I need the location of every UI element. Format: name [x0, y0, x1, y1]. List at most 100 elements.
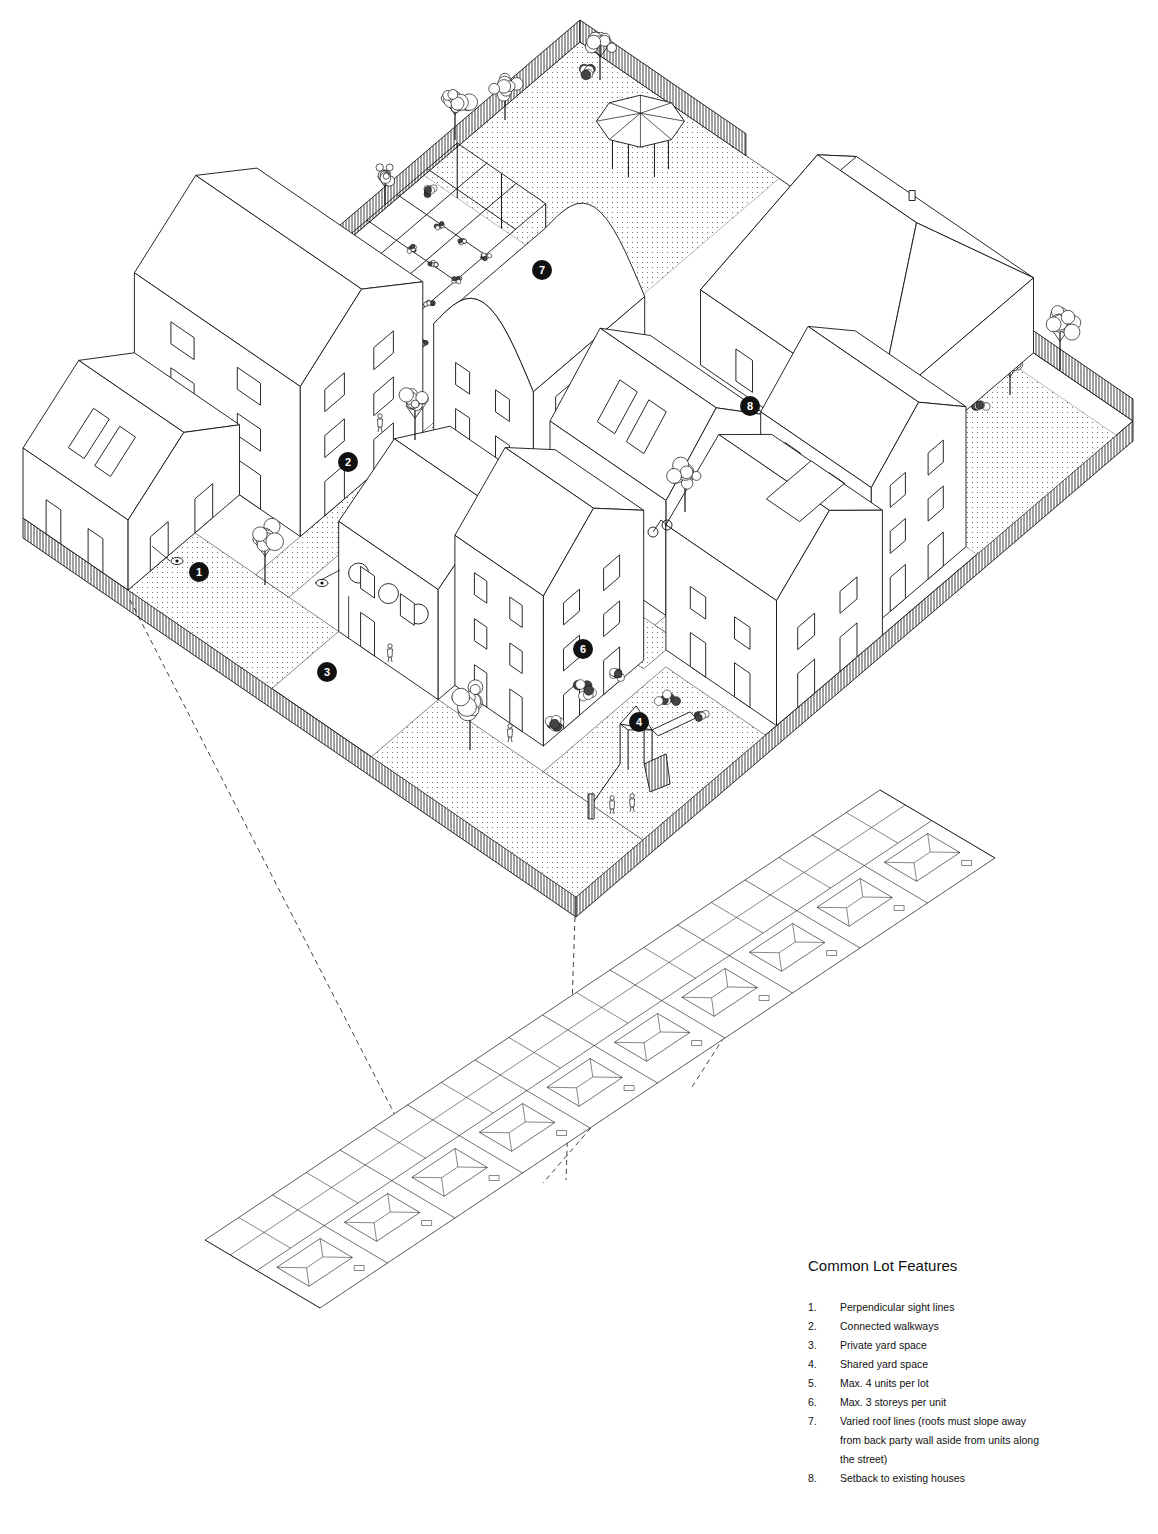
shrub-leaf — [431, 301, 435, 305]
skylight — [95, 426, 136, 476]
tree-trunk — [414, 408, 415, 440]
chimney — [909, 191, 915, 201]
shrub — [573, 680, 596, 701]
pupil — [175, 559, 178, 562]
parked-car — [766, 461, 844, 522]
legend-row: 8.Setback to existing houses — [808, 1469, 1045, 1488]
tree — [253, 518, 284, 585]
hip-line — [725, 968, 728, 987]
window — [325, 373, 345, 412]
hip-line — [914, 863, 917, 882]
shrub — [654, 690, 680, 705]
pergola-beam — [457, 143, 545, 204]
hip-line — [590, 1058, 593, 1077]
window — [735, 617, 751, 650]
yard-line — [635, 940, 703, 985]
leg — [633, 807, 634, 812]
foliage — [399, 388, 413, 402]
foliage — [386, 164, 393, 171]
callout-number: 3 — [317, 662, 337, 682]
shrub — [458, 239, 467, 245]
street-plan — [205, 790, 995, 1308]
window — [374, 377, 394, 416]
head — [630, 794, 634, 798]
legend-row: 7.Varied roof lines (roofs must slope aw… — [808, 1412, 1045, 1469]
canopy-rib — [609, 113, 640, 139]
yard-line — [711, 903, 763, 934]
foliage — [470, 685, 480, 695]
hip-line — [374, 1223, 377, 1242]
play-post — [620, 724, 621, 764]
hip-ridge — [712, 987, 728, 998]
yard-line — [779, 858, 831, 889]
foliage — [383, 173, 389, 179]
window — [928, 486, 943, 521]
head — [508, 724, 512, 728]
window — [840, 577, 857, 614]
hip-line — [860, 878, 863, 897]
yard-line — [306, 1173, 358, 1204]
yard-line — [770, 850, 838, 895]
hip-line — [749, 952, 779, 954]
shrub-leaf — [424, 187, 431, 194]
legend-number: 8. — [808, 1469, 840, 1488]
head — [610, 796, 614, 800]
shrub — [424, 185, 437, 198]
legend-number: 2. — [808, 1317, 840, 1336]
hip-line — [479, 1132, 509, 1134]
shrub — [610, 668, 625, 681]
shrub-leaf — [672, 697, 681, 706]
body — [388, 649, 393, 657]
yard-line — [230, 1210, 297, 1255]
gable-wall — [871, 402, 966, 627]
hip-line — [817, 907, 847, 909]
roof-plan — [412, 1149, 488, 1197]
bin-mark — [422, 1221, 432, 1226]
leg — [511, 737, 512, 742]
legend-text: Connected walkways — [840, 1317, 1045, 1336]
leg — [508, 737, 509, 742]
roof-plan — [682, 969, 757, 1017]
wall — [339, 521, 439, 699]
canopy-rib — [640, 113, 684, 121]
callout-number: 8 — [740, 396, 760, 416]
pupil — [320, 581, 323, 584]
hip-line — [884, 862, 914, 864]
canopy-rib — [596, 113, 640, 121]
foliage — [376, 164, 383, 171]
legend-text: Varied roof lines (roofs must slope away… — [840, 1412, 1045, 1469]
bin-mark — [624, 1086, 634, 1091]
hip-line — [344, 1222, 374, 1224]
hip-ridge — [307, 1257, 323, 1268]
hip-line — [547, 1087, 577, 1089]
fence — [329, 20, 580, 256]
hip-line — [458, 1166, 488, 1168]
window — [890, 565, 905, 612]
yard-line — [644, 948, 696, 979]
yard-line — [298, 1165, 366, 1210]
tree-trunk — [599, 46, 600, 80]
hip-line — [320, 1238, 323, 1257]
slide — [652, 712, 696, 736]
window — [510, 643, 522, 674]
hip-ridge — [914, 852, 930, 863]
callout-number: 4 — [629, 712, 649, 732]
hip-ridge — [644, 1032, 660, 1043]
window — [604, 555, 620, 591]
hip-line — [323, 1256, 353, 1258]
window — [474, 619, 486, 650]
foliage — [266, 533, 284, 551]
hip-line — [412, 1177, 442, 1179]
hip-line — [795, 941, 825, 943]
ground — [128, 42, 1116, 897]
window — [237, 367, 260, 405]
window — [928, 440, 943, 475]
hip-line — [779, 953, 782, 972]
foliage — [1064, 324, 1080, 340]
window — [361, 612, 375, 656]
leg — [613, 809, 614, 814]
head — [378, 414, 382, 418]
body — [378, 419, 383, 427]
legend-text: Private yard space — [840, 1336, 1045, 1355]
